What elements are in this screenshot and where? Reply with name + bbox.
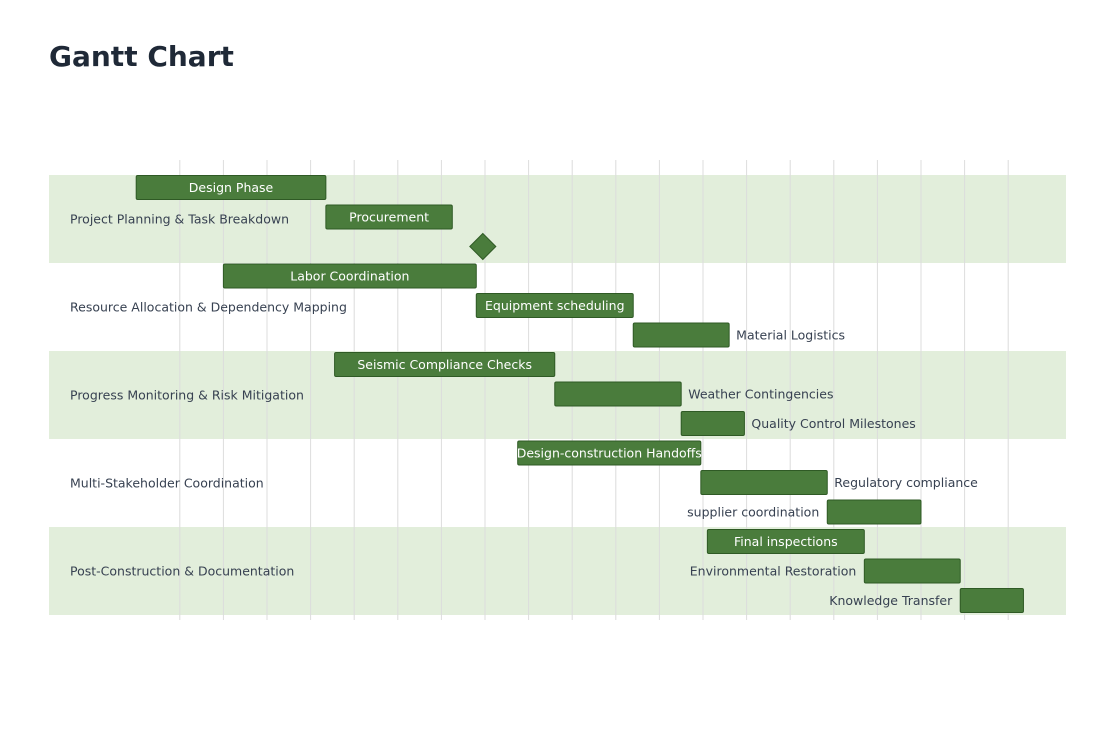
task-bar <box>135 175 327 200</box>
task-label: Design Phase <box>189 180 274 195</box>
section-label: Post-Construction & Documentation <box>70 564 294 579</box>
task-bar <box>706 529 865 554</box>
task-label: Knowledge Transfer <box>829 593 953 608</box>
task-bar <box>475 293 634 318</box>
task-label: Final inspections <box>734 534 838 549</box>
task-label: supplier coordination <box>687 505 819 520</box>
grid-lines <box>179 160 1009 620</box>
section-label: Multi-Stakeholder Coordination <box>70 476 264 491</box>
page-title: Gantt Chart <box>49 40 234 73</box>
task-bar <box>554 381 682 407</box>
task-label: Material Logistics <box>736 328 845 343</box>
milestone-marker <box>469 232 497 261</box>
section-label: Project Planning & Task Breakdown <box>70 212 289 227</box>
task-bar <box>334 352 556 377</box>
task-bar <box>959 588 1024 613</box>
task-label: Weather Contingencies <box>688 387 833 402</box>
task-bar <box>680 411 745 436</box>
task-label: Equipment scheduling <box>485 298 624 313</box>
task-bar <box>632 322 730 348</box>
section-label: Progress Monitoring & Risk Mitigation <box>70 388 304 403</box>
task-label: Seismic Compliance Checks <box>357 357 532 372</box>
task-bar <box>517 440 702 466</box>
task-label: Design-construction Handoffs <box>517 446 702 461</box>
task-label: Labor Coordination <box>290 269 409 284</box>
task-label: Quality Control Milestones <box>751 416 915 431</box>
task-label: Environmental Restoration <box>690 564 857 579</box>
section-labels: Project Planning & Task BreakdownResourc… <box>70 212 347 579</box>
task-label: Procurement <box>349 210 429 225</box>
task-bar <box>700 470 828 495</box>
task-bar <box>863 558 961 584</box>
task-bar <box>222 263 477 289</box>
task-bar <box>826 499 922 525</box>
task-bar <box>325 204 453 230</box>
section-label: Resource Allocation & Dependency Mapping <box>70 300 347 315</box>
task-label: Regulatory compliance <box>834 475 978 490</box>
